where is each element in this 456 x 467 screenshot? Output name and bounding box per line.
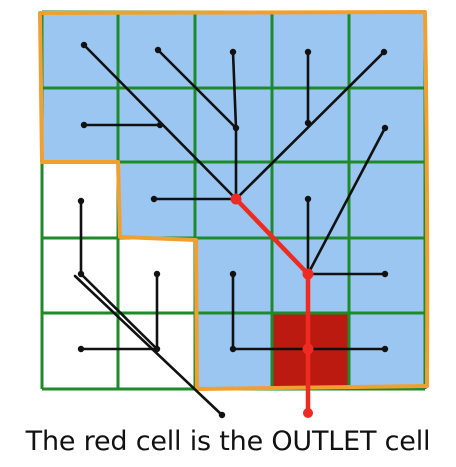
flow-paths bbox=[73, 41, 389, 419]
flow-node-20 bbox=[229, 345, 237, 353]
flow-node-12 bbox=[304, 195, 312, 203]
flow-node-3 bbox=[229, 48, 237, 56]
flow-node-5 bbox=[380, 48, 388, 56]
main-channel-node-1 bbox=[230, 193, 242, 205]
flow-node-16 bbox=[77, 270, 85, 278]
watershed-boundary bbox=[38, 10, 430, 391]
grid-cell-r0-c3 bbox=[272, 12, 349, 88]
flow-node-4 bbox=[304, 48, 312, 56]
flow-segment-2 bbox=[156, 48, 238, 130]
flow-node-15 bbox=[381, 270, 389, 278]
flow-segment-18 bbox=[73, 274, 224, 417]
flow-node-10 bbox=[156, 121, 164, 129]
flow-node-9 bbox=[381, 124, 389, 132]
flow-node-14 bbox=[229, 270, 237, 278]
main-channel-path bbox=[233, 196, 311, 416]
grid-cell-r1-c4 bbox=[349, 88, 425, 162]
main-channel-group bbox=[230, 193, 314, 418]
flow-node-2 bbox=[154, 46, 162, 54]
main-channel-node-3 bbox=[302, 343, 314, 355]
flow-node-11 bbox=[150, 195, 158, 203]
flow-node-17 bbox=[153, 270, 161, 278]
flow-node-22 bbox=[218, 411, 226, 419]
flow-segment-4 bbox=[231, 50, 238, 130]
flow-node-13 bbox=[77, 197, 85, 205]
main-channel-node-2 bbox=[302, 268, 314, 280]
flow-segment-15 bbox=[79, 272, 159, 351]
flow-segment-10 bbox=[306, 126, 387, 276]
flow-segment-6 bbox=[234, 50, 386, 201]
flow-node-1 bbox=[80, 41, 88, 49]
flow-node-8 bbox=[304, 119, 312, 127]
flow-node-18 bbox=[77, 345, 85, 353]
caption-text: The red cell is the OUTLET cell bbox=[25, 426, 431, 457]
flow-node-6 bbox=[80, 121, 88, 129]
flow-node-19 bbox=[153, 345, 161, 353]
main-channel-node-4 bbox=[303, 408, 313, 418]
grid-cell-r0-c0 bbox=[42, 12, 118, 88]
flow-node-7 bbox=[232, 124, 240, 132]
flow-node-21 bbox=[381, 345, 389, 353]
watershed-boundary-group bbox=[38, 10, 430, 391]
